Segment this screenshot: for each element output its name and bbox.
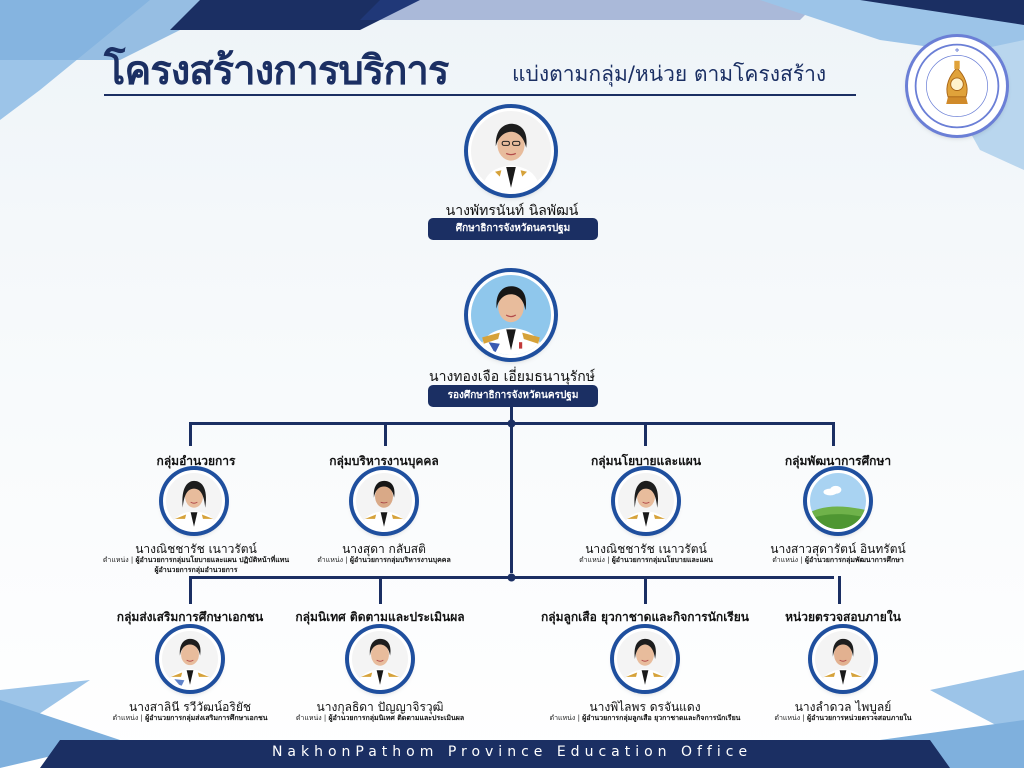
member-name: นางกุลธิดา ปัญญาจิรวุฒิ [316,700,444,714]
person-portrait-icon [166,473,222,529]
person-portrait-icon [356,473,412,529]
group-title-internal-audit: หน่วยตรวจสอบภายใน [785,610,901,624]
person-portrait-icon [471,111,551,191]
member-name: นางณิชชารัช เนาวรัตน์ [135,542,257,556]
role-text: ผู้อำนวยการกลุ่มพัฒนาการศึกษา [804,556,904,564]
member-role: ตำแหน่ง | ผู้อำนวยการกลุ่มพัฒนาการศึกษา [772,555,904,565]
member-role: ตำแหน่ง | ผู้อำนวยการหน่วยตรวจสอบภายใน [774,713,911,723]
member-name: นางลำดวล ไพบูลย์ [794,700,892,714]
member-role: ตำแหน่ง | ผู้อำนวยการกลุ่มบริหารงานบุคคล [317,555,451,565]
group-title-personnel: กลุ่มบริหารงานบุคคล [329,454,439,468]
member-name: นางสาวสุดารัตน์ อินทรัตน์ [770,542,906,556]
title-underline [104,94,856,96]
member-photo-placeholder [807,470,869,532]
group-title-supervision: กลุ่มนิเทศ ติดตามและประเมินผล [295,610,465,624]
role-prefix: ตำแหน่ง | [549,714,580,722]
deputy-name: นางทองเจือ เอี่ยมธนานุรักษ์ [429,369,595,385]
connector-row1-drop-3 [644,422,647,446]
deputy-position-badge: รองศึกษาธิการจังหวัดนครปฐม [428,385,598,407]
role-prefix: ตำแหน่ง | [295,714,327,722]
member-role: ตำแหน่ง | ผู้อำนวยการกลุ่มนโยบายและแผน ป… [103,555,289,565]
member-role: ตำแหน่ง | ผู้อำนวยการกลุ่มนโยบายและแผน [579,555,713,565]
role-prefix: ตำแหน่ง | [774,714,805,722]
role-text: ผู้อำนวยการหน่วยตรวจสอบภายใน [807,714,912,722]
connector-row2-drop-4 [838,576,841,604]
member-photo [159,628,221,690]
group-title-policy: กลุ่มนโยบายและแผน [590,454,702,468]
footer-office-name: NakhonPathom Province Education Office [271,744,753,760]
member-role-line2: ผู้อำนวยการกลุ่มอำนวยการ [154,565,237,575]
role-text-2: ผู้อำนวยการกลุ่มอำนวยการ [154,566,238,574]
role-text: ผู้อำนวยการกลุ่มบริหารงานบุคคล [349,556,451,564]
group-title-admin: กลุ่มอำนวยการ [156,454,236,468]
connector-row1-drop-2 [384,422,387,446]
group-title-development: กลุ่มพัฒนาการศึกษา [784,454,892,468]
member-photo [812,628,874,690]
person-portrait-icon [617,631,673,687]
landscape-placeholder-icon [810,473,866,529]
group-title-scouts: กลุ่มลูกเสือ ยุวกาชาดและกิจการนักเรียน [541,610,749,624]
role-text: ผู้อำนวยการกลุ่มนโยบายและแผน [611,556,713,564]
group-title-private-education: กลุ่มส่งเสริมการศึกษาเอกชน [116,610,264,624]
member-name: นางพิไลพร ดรจันแดง [589,700,701,714]
member-role: ตำแหน่ง | ผู้อำนวยการกลุ่มลูกเสือ ยุวกาช… [550,713,741,723]
member-photo [353,470,415,532]
connector-row1-drop-1 [189,422,192,446]
person-portrait-icon [471,275,551,355]
member-name: นางสาลินี รวีวัฒน์อริยัช [128,700,252,714]
person-portrait-icon [352,631,408,687]
member-name: นางณิชชารัช เนาวรัตน์ [585,542,707,556]
footer-bar [218,740,806,768]
role-text: ผู้อำนวยการกลุ่มนโยบายและแผน ปฏิบัติหน้า… [135,556,290,564]
member-role: ตำแหน่ง | ผู้อำนวยการกลุ่มส่งเสริมการศึก… [112,713,267,723]
role-text: ผู้อำนวยการกลุ่มส่งเสริมการศึกษาเอกชน [145,714,268,722]
person-portrait-icon [618,473,674,529]
person-portrait-icon [815,631,871,687]
member-photo [614,628,676,690]
role-text: ผู้อำนวยการกลุ่มลูกเสือ ยุวกาชาดและกิจกา… [582,714,741,722]
director-photo [468,108,554,194]
page-subtitle: แบ่งตามกลุ่ม/หน่วย ตามโครงสร้าง [512,62,827,86]
member-photo [349,628,411,690]
director-name: นางพัทรนันท์ นิลพัฒน์ [445,203,579,219]
role-prefix: ตำแหน่ง | [317,556,348,564]
connector-deputy-down [510,405,513,573]
director-position-badge: ศึกษาธิการจังหวัดนครปฐม [428,218,598,240]
person-portrait-icon [162,631,218,687]
office-logo: ❖ [908,37,1006,135]
role-text: ผู้อำนวยการกลุ่มนิเทศ ติดตามและประเมินผล [328,714,465,722]
role-prefix: ตำแหน่ง | [102,556,134,564]
emblem-icon: ❖ [914,43,1000,129]
page-title: โครงสร้างการบริการ [104,48,449,94]
deputy-photo [468,272,554,358]
member-role: ตำแหน่ง | ผู้อำนวยการกลุ่มนิเทศ ติดตามแล… [296,713,464,723]
connector-row2-drop-2 [379,576,382,604]
connector-row2-drop-3 [644,576,647,604]
role-prefix: ตำแหน่ง | [112,714,143,722]
member-photo [615,470,677,532]
svg-text:❖: ❖ [955,48,960,54]
member-photo [163,470,225,532]
connector-row2-drop-1 [189,576,192,604]
member-name: นางสุดา กลับสติ [342,542,426,556]
role-prefix: ตำแหน่ง | [579,556,610,564]
connector-row1-drop-4 [832,422,835,446]
role-prefix: ตำแหน่ง | [772,556,803,564]
